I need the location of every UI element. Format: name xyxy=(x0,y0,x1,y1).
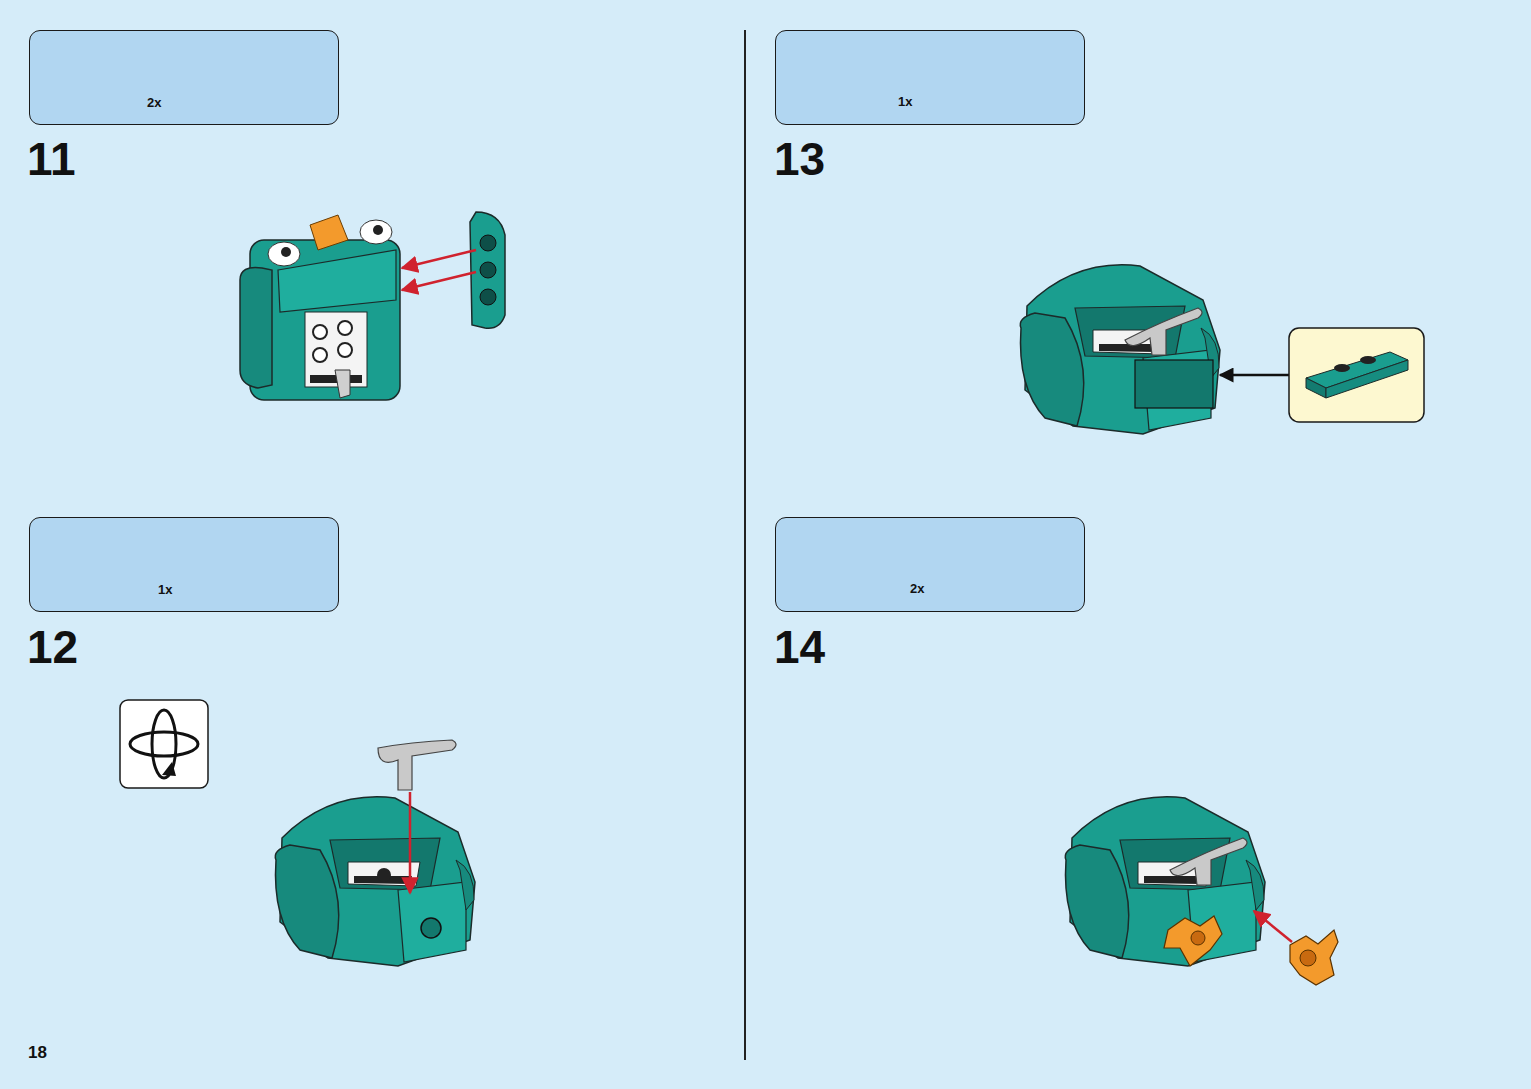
art-circle xyxy=(338,321,352,335)
art-ellipse xyxy=(130,732,198,756)
part-quantity: 2x xyxy=(147,95,161,110)
art-rect xyxy=(1289,328,1424,422)
art-path xyxy=(335,370,350,398)
model-step-14 xyxy=(1065,797,1338,985)
art-path xyxy=(1306,378,1326,398)
art-line xyxy=(402,250,476,268)
art-path xyxy=(1326,360,1408,398)
art-path xyxy=(1125,308,1202,355)
art-path xyxy=(240,268,272,389)
art-ellipse xyxy=(360,220,392,244)
model-step-12 xyxy=(275,740,475,966)
art-circle xyxy=(480,289,496,305)
step-number: 14 xyxy=(774,624,825,670)
parts-callout: 1x xyxy=(775,30,1085,125)
art-path xyxy=(310,215,348,250)
art-path xyxy=(470,212,505,328)
page-number: 18 xyxy=(28,1044,47,1061)
art-use xyxy=(1020,265,1220,434)
parts-callout: 2x xyxy=(29,30,339,125)
art-path xyxy=(1170,838,1247,885)
step-number: 12 xyxy=(27,624,78,670)
art-use xyxy=(1065,797,1265,966)
step-number: 11 xyxy=(27,136,76,182)
art-circle xyxy=(377,868,391,882)
art-circle xyxy=(421,918,441,938)
art-line xyxy=(402,272,476,290)
part-quantity: 2x xyxy=(910,581,924,596)
art-circle xyxy=(313,325,327,339)
rotate-icon xyxy=(120,700,208,788)
art-ellipse xyxy=(1360,356,1376,364)
art-circle xyxy=(1191,931,1205,945)
model-step-11 xyxy=(240,212,505,400)
art-rect xyxy=(120,700,208,788)
part-quantity: 1x xyxy=(898,94,912,109)
art-circle xyxy=(373,225,383,235)
art-circle xyxy=(480,262,496,278)
art-use xyxy=(275,797,475,966)
art-circle xyxy=(313,348,327,362)
step-number: 13 xyxy=(774,136,825,182)
art-path xyxy=(162,762,176,776)
parts-callout: 1x xyxy=(29,517,339,612)
art-ellipse xyxy=(152,710,176,778)
art-circle xyxy=(480,235,496,251)
art-circle xyxy=(1300,950,1316,966)
art-circle xyxy=(338,343,352,357)
model-step-13 xyxy=(1020,265,1424,434)
art-ellipse xyxy=(1334,364,1350,372)
art-rect xyxy=(1135,360,1213,408)
art-line xyxy=(1220,374,1290,377)
art-line xyxy=(1254,911,1292,942)
part-quantity: 1x xyxy=(158,582,172,597)
art-path xyxy=(1164,916,1222,966)
art-circle xyxy=(281,247,291,257)
column-divider xyxy=(744,30,746,1060)
art-ellipse xyxy=(268,242,300,266)
parts-callout: 2x xyxy=(775,517,1085,612)
art-line xyxy=(409,792,412,893)
art-path xyxy=(1290,930,1338,985)
art-path xyxy=(378,740,456,790)
